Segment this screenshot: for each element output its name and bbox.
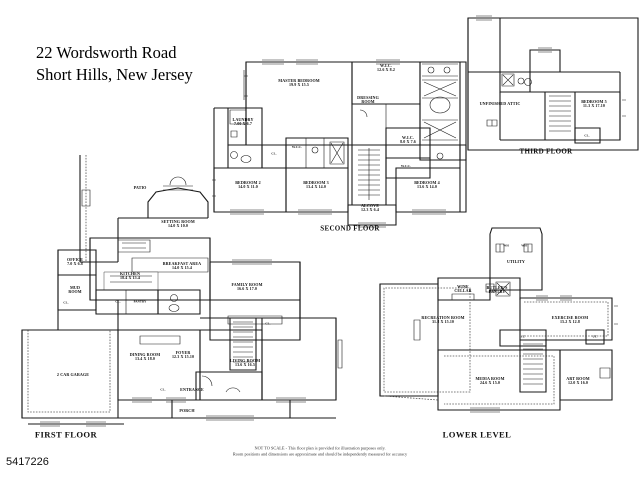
room-label-closet-family: CL.: [265, 321, 271, 326]
room-label-closet-mud: CL.: [63, 300, 69, 305]
second-floor-plan: [212, 59, 467, 228]
address-line-1: 22 Wordsworth Road: [36, 43, 177, 62]
section-label-second-floor: SECOND FLOOR: [320, 224, 380, 233]
lower-level-plan: [379, 227, 618, 413]
section-label-first-floor: FIRST FLOOR: [34, 429, 98, 440]
disclaimer-line-2: Room positions and dimensions are approx…: [232, 452, 408, 457]
room-label-wic-secondary: W.I.C.8.0 X 7.6: [400, 134, 416, 145]
room-label-water-heater: WH: [503, 243, 509, 248]
room-label-utility: UTILITY: [507, 258, 525, 264]
section-label-third-floor: THIRD FLOOR: [519, 147, 573, 156]
room-label-closet-entrance: CL.: [160, 387, 166, 392]
third-floor-plan: [467, 15, 639, 151]
room-label-water-heater-2: WH: [521, 243, 527, 248]
section-label-lower-level: LOWER LEVEL: [442, 429, 512, 440]
room-label-patio: PATIO: [133, 184, 147, 190]
room-label-utility-closet: UT.: [592, 334, 598, 339]
disclaimer-line-1: NOT TO SCALE - This floor plan is provid…: [254, 445, 386, 451]
page-title: 22 Wordsworth Road Short Hills, New Jers…: [36, 42, 193, 87]
first-floor-plan: [21, 155, 343, 427]
room-label-garage: 2 CAR GARAGE: [56, 371, 90, 377]
address-line-2: Short Hills, New Jersey: [36, 65, 193, 85]
room-label-closet-1f: CL.: [115, 299, 121, 304]
room-label-storage: ST.: [520, 334, 526, 339]
listing-id: 5417226: [6, 456, 49, 468]
room-label-wic-master: W.I.C.12.6 X 8.2: [377, 62, 395, 73]
room-label-pantry: PANTRY: [133, 299, 147, 304]
disclaimer-text: NOT TO SCALE - This floor plan is provid…: [233, 446, 407, 459]
room-label-wic-fourth: W.I.C.: [291, 145, 303, 150]
room-label-closet-3f: CL.: [584, 133, 590, 138]
room-label-porch: PORCH: [179, 407, 195, 413]
room-label-closet-2f: CL.: [271, 151, 277, 156]
room-label-wic-third: W.I.C.: [400, 164, 412, 169]
room-label-entrance: ENTRANCE: [180, 386, 204, 392]
room-label-unfinished-attic: UNFINISHED ATTIC: [479, 100, 521, 106]
